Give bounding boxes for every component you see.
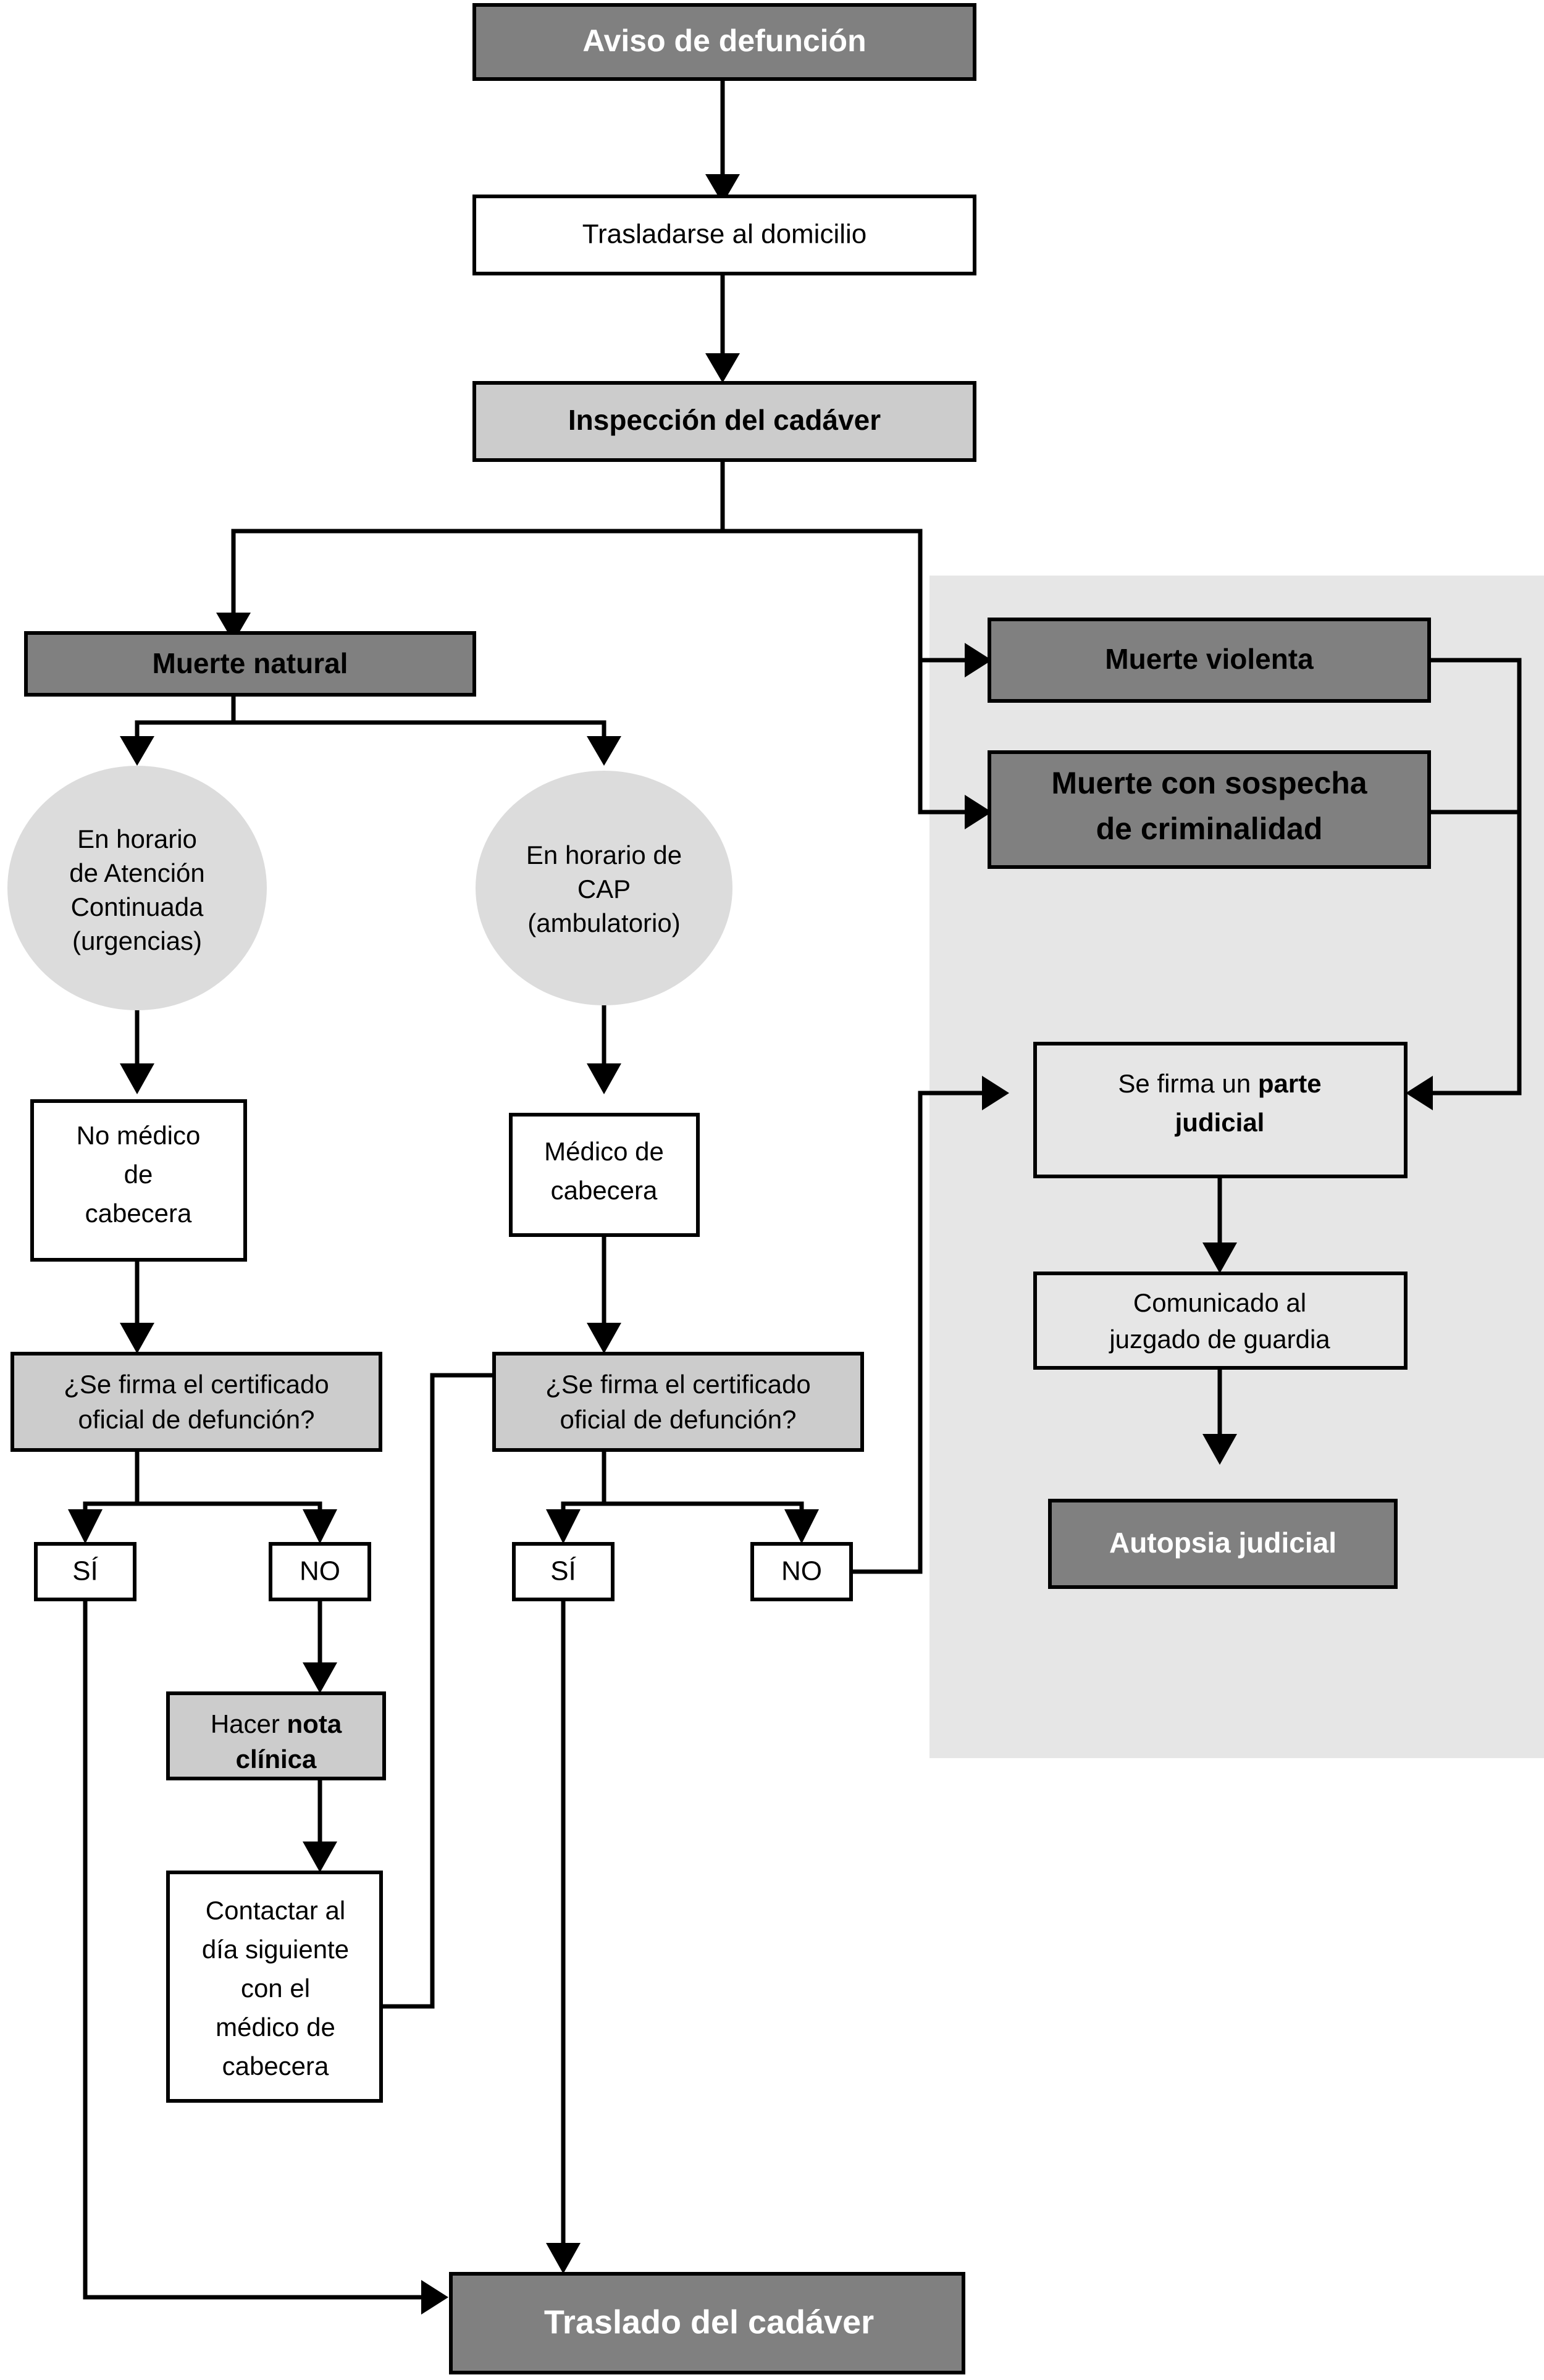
- edge-horario-cap-to-medico: [587, 1005, 621, 1094]
- edge-horario-ac-to-no-medico: [120, 1005, 154, 1094]
- node-si-right-label: SÍ: [550, 1556, 576, 1586]
- node-decision-certificado-left[interactable]: ¿Se firma el certificado oficial de defu…: [10, 1352, 382, 1452]
- node-si-left-label: SÍ: [72, 1556, 98, 1586]
- node-contactar-medico-cabecera[interactable]: Contactar al día siguiente con el médico…: [166, 1871, 383, 2103]
- node-no-left[interactable]: NO: [269, 1542, 371, 1601]
- edge-layer: [68, 79, 1522, 2315]
- node-autopsia-label: Autopsia judicial: [1109, 1527, 1336, 1559]
- node-no-medico-de-cabecera[interactable]: No médico de cabecera: [30, 1099, 247, 1262]
- node-horario-cap[interactable]: En horario de CAP (ambulatorio): [476, 771, 732, 1005]
- node-horario-ac-line4: (urgencias): [72, 926, 202, 955]
- edge-contactar-to-decision-right: [381, 1358, 529, 2009]
- node-muerte-violenta-label: Muerte violenta: [1105, 643, 1314, 675]
- node-comunicado-line2: juzgado de guardia: [1108, 1325, 1330, 1354]
- node-horario-cap-line1: En horario de: [526, 840, 682, 869]
- node-medico-line1: Médico de: [544, 1137, 664, 1166]
- node-parte-judicial-line1: Se firma un parte: [1118, 1069, 1321, 1098]
- node-nota-clinica-line1: Hacer nota: [211, 1709, 342, 1738]
- node-inspeccion-del-cadaver[interactable]: Inspección del cadáver: [472, 381, 976, 462]
- node-no-medico-line1: No médico: [77, 1121, 201, 1150]
- edge-comunicado-to-autopsia: [1202, 1368, 1237, 1465]
- node-no-medico-line3: cabecera: [85, 1199, 192, 1228]
- node-hacer-nota-clinica[interactable]: Hacer nota clínica: [166, 1691, 386, 1780]
- node-contactar-line4: médico de: [216, 2013, 335, 2042]
- edge-medico-to-decision-right: [587, 1235, 621, 1354]
- node-decision-right-line1: ¿Se firma el certificado: [545, 1370, 810, 1399]
- edge-muerte-natural-split: [120, 695, 621, 766]
- edge-decision-right-split: [546, 1450, 819, 1544]
- edge-trasladarse-to-inspeccion: [705, 274, 740, 383]
- node-no-right-label: NO: [781, 1556, 822, 1586]
- edge-decision-left-split: [68, 1450, 337, 1544]
- edge-inspeccion-split: [216, 460, 923, 660]
- node-contactar-line1: Contactar al: [206, 1896, 345, 1925]
- node-muerte-con-sospecha[interactable]: Muerte con sospecha de criminalidad: [988, 750, 1431, 869]
- node-trasladarse-al-domicilio[interactable]: Trasladarse al domicilio: [472, 195, 976, 275]
- node-contactar-line2: día siguiente: [202, 1935, 349, 1964]
- edge-to-muerte-violenta: [920, 643, 992, 677]
- node-medico-line2: cabecera: [551, 1176, 658, 1205]
- node-horario-ac-line2: de Atención: [69, 858, 205, 887]
- node-decision-left-line1: ¿Se firma el certificado: [64, 1370, 329, 1399]
- node-contactar-line5: cabecera: [222, 2051, 329, 2080]
- node-traslado-label: Traslado del cadáver: [544, 2303, 874, 2340]
- edge-si-left-to-traslado: [83, 1599, 448, 2315]
- node-no-right[interactable]: NO: [750, 1542, 853, 1601]
- node-muerte-violenta[interactable]: Muerte violenta: [988, 618, 1431, 703]
- node-muerte-sospecha-line2: de criminalidad: [1096, 811, 1323, 846]
- node-aviso-label: Aviso de defunción: [582, 23, 866, 58]
- node-inspeccion-label: Inspección del cadáver: [568, 404, 881, 436]
- node-comunicado-line1: Comunicado al: [1133, 1288, 1306, 1317]
- node-contactar-line3: con el: [241, 1974, 310, 2003]
- node-si-right[interactable]: SÍ: [512, 1542, 615, 1601]
- node-no-medico-line2: de: [124, 1160, 153, 1189]
- node-medico-de-cabecera[interactable]: Médico de cabecera: [509, 1113, 700, 1237]
- node-muerte-sospecha-line1: Muerte con sospecha: [1051, 766, 1367, 800]
- edge-no-left-to-nota: [303, 1599, 337, 1693]
- node-traslado-del-cadaver[interactable]: Traslado del cadáver: [449, 2272, 965, 2374]
- node-decision-left-line2: oficial de defunción?: [78, 1405, 315, 1434]
- node-decision-right-line2: oficial de defunción?: [560, 1405, 797, 1434]
- node-aviso-de-defuncion[interactable]: Aviso de defunción: [472, 3, 976, 81]
- node-comunicado-juzgado[interactable]: Comunicado al juzgado de guardia: [1033, 1272, 1408, 1370]
- node-horario-ac-line1: En horario: [77, 824, 197, 853]
- node-no-left-label: NO: [300, 1556, 340, 1586]
- edge-aviso-to-trasladarse: [705, 79, 740, 204]
- node-horario-cap-line2: CAP: [577, 874, 631, 903]
- node-si-left[interactable]: SÍ: [34, 1542, 136, 1601]
- edge-muerte-violenta-to-parte: [1406, 658, 1522, 1110]
- node-parte-judicial[interactable]: Se firma un parte judicial: [1033, 1042, 1408, 1178]
- edge-no-right-to-parte-judicial: [833, 1076, 1009, 1574]
- node-horario-ac-line3: Continuada: [71, 892, 204, 921]
- node-muerte-natural[interactable]: Muerte natural: [24, 631, 476, 697]
- node-trasladarse-label: Trasladarse al domicilio: [582, 219, 867, 249]
- node-horario-cap-line3: (ambulatorio): [527, 908, 680, 937]
- edge-parte-to-comunicado: [1202, 1176, 1237, 1273]
- edge-si-right-to-traslado: [546, 1599, 581, 2274]
- edge-nota-to-contactar: [303, 1779, 337, 1872]
- edge-to-muerte-sospecha: [918, 660, 992, 829]
- node-decision-certificado-right[interactable]: ¿Se firma el certificado oficial de defu…: [492, 1352, 864, 1452]
- edge-no-medico-to-decision-left: [120, 1260, 154, 1354]
- node-parte-judicial-line2: judicial: [1175, 1108, 1265, 1137]
- node-muerte-natural-label: Muerte natural: [153, 647, 348, 679]
- node-nota-clinica-line2: clínica: [236, 1745, 317, 1774]
- node-autopsia-judicial[interactable]: Autopsia judicial: [1048, 1499, 1398, 1589]
- node-horario-atencion-continuada[interactable]: En horario de Atención Continuada (urgen…: [7, 766, 267, 1010]
